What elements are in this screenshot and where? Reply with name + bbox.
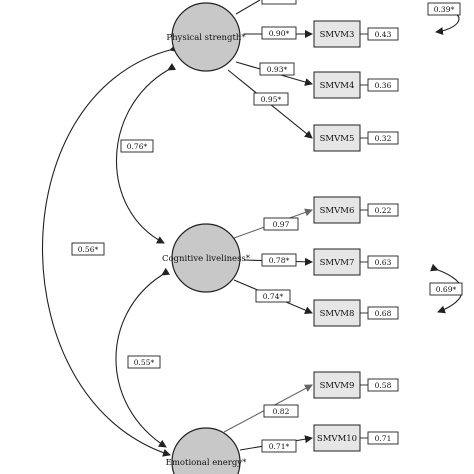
loading-box-smvm6: 0.97 [263,217,299,231]
latent-physical-strength: Physical strength* [166,2,246,72]
correlation-arc-physical-emotional [41,44,178,457]
svg-text:0.56*: 0.56* [78,245,99,254]
correlation-box-physical-emotional: 0.56* [71,242,105,256]
observed-smvm6: SMVM6 0.22 [313,196,399,224]
loading-box-smvm5: 0.95* [253,92,289,106]
svg-text:Emotional energy*: Emotional energy* [166,458,247,468]
svg-text:0.97: 0.97 [273,220,290,229]
svg-text:SMVM3: SMVM3 [320,30,355,40]
svg-text:0.22: 0.22 [375,206,392,215]
svg-text:0.71*: 0.71* [269,442,290,451]
svg-text:0.63: 0.63 [375,258,392,267]
svg-text:SMVM6: SMVM6 [320,206,355,216]
observed-smvm3: SMVM3 0.43 [313,20,399,48]
loading-box-smvm4: 0.93* [259,62,295,76]
latent-emotional-energy: Emotional energy* [166,427,247,474]
svg-text:0.76*: 0.76* [127,142,148,151]
correlation-box-cognitive-emotional: 0.55* [127,355,161,369]
correlation-arc-physical-cognitive [115,62,177,244]
residual-covariance-box-middle: 0.69* [429,282,463,296]
svg-text:0.93*: 0.93* [267,65,288,74]
loading-box-smvm3: 0.90* [261,26,297,40]
svg-text:0.95*: 0.95* [261,95,282,104]
loading-box-smvm9: 0.82 [263,404,299,418]
residual-covariance-box-top: 0.39* [427,2,461,16]
loading-box-smvm2-partial [261,0,297,5]
svg-text:0.69*: 0.69* [436,285,457,294]
svg-text:0.55*: 0.55* [134,358,155,367]
svg-text:0.36: 0.36 [375,81,392,90]
svg-text:SMVM7: SMVM7 [320,258,355,268]
observed-smvm9: SMVM9 0.58 [313,371,399,399]
observed-smvm4: SMVM4 0.36 [313,71,399,99]
svg-text:0.90*: 0.90* [269,29,290,38]
correlation-box-physical-cognitive: 0.76* [120,139,154,153]
svg-text:0.58: 0.58 [375,381,392,390]
svg-text:Physical strength*: Physical strength* [166,33,246,43]
svg-text:SMVM8: SMVM8 [320,309,355,319]
svg-text:0.71: 0.71 [375,434,392,443]
loading-box-smvm7: 0.78* [261,253,297,267]
svg-text:0.74*: 0.74* [263,292,284,301]
svg-text:0.43: 0.43 [375,30,392,39]
svg-text:Cognitive liveliness*: Cognitive liveliness* [162,254,251,264]
svg-text:0.82: 0.82 [273,407,290,416]
latent-cognitive-liveliness: Cognitive liveliness* [162,223,251,293]
correlation-arc-cognitive-emotional [115,267,171,448]
svg-text:SMVM9: SMVM9 [320,381,355,391]
svg-text:0.78*: 0.78* [269,256,290,265]
loading-arrow-smvm2-partial [235,0,261,15]
svg-text:0.32: 0.32 [375,134,392,143]
residual-covariance-arc-top [435,12,460,36]
svg-text:SMVM5: SMVM5 [320,134,355,144]
observed-smvm8: SMVM8 0.68 [313,299,399,327]
observed-smvm7: SMVM7 0.63 [313,248,399,276]
svg-text:0.68: 0.68 [375,309,392,318]
svg-text:0.39*: 0.39* [434,5,455,14]
svg-text:SMVM4: SMVM4 [320,81,355,91]
observed-smvm5: SMVM5 0.32 [313,124,399,152]
loading-box-smvm8: 0.74* [255,289,291,303]
loading-box-smvm10: 0.71* [261,439,297,453]
svg-text:SMVM10: SMVM10 [317,434,357,444]
observed-smvm10: SMVM10 0.71 [313,424,399,452]
